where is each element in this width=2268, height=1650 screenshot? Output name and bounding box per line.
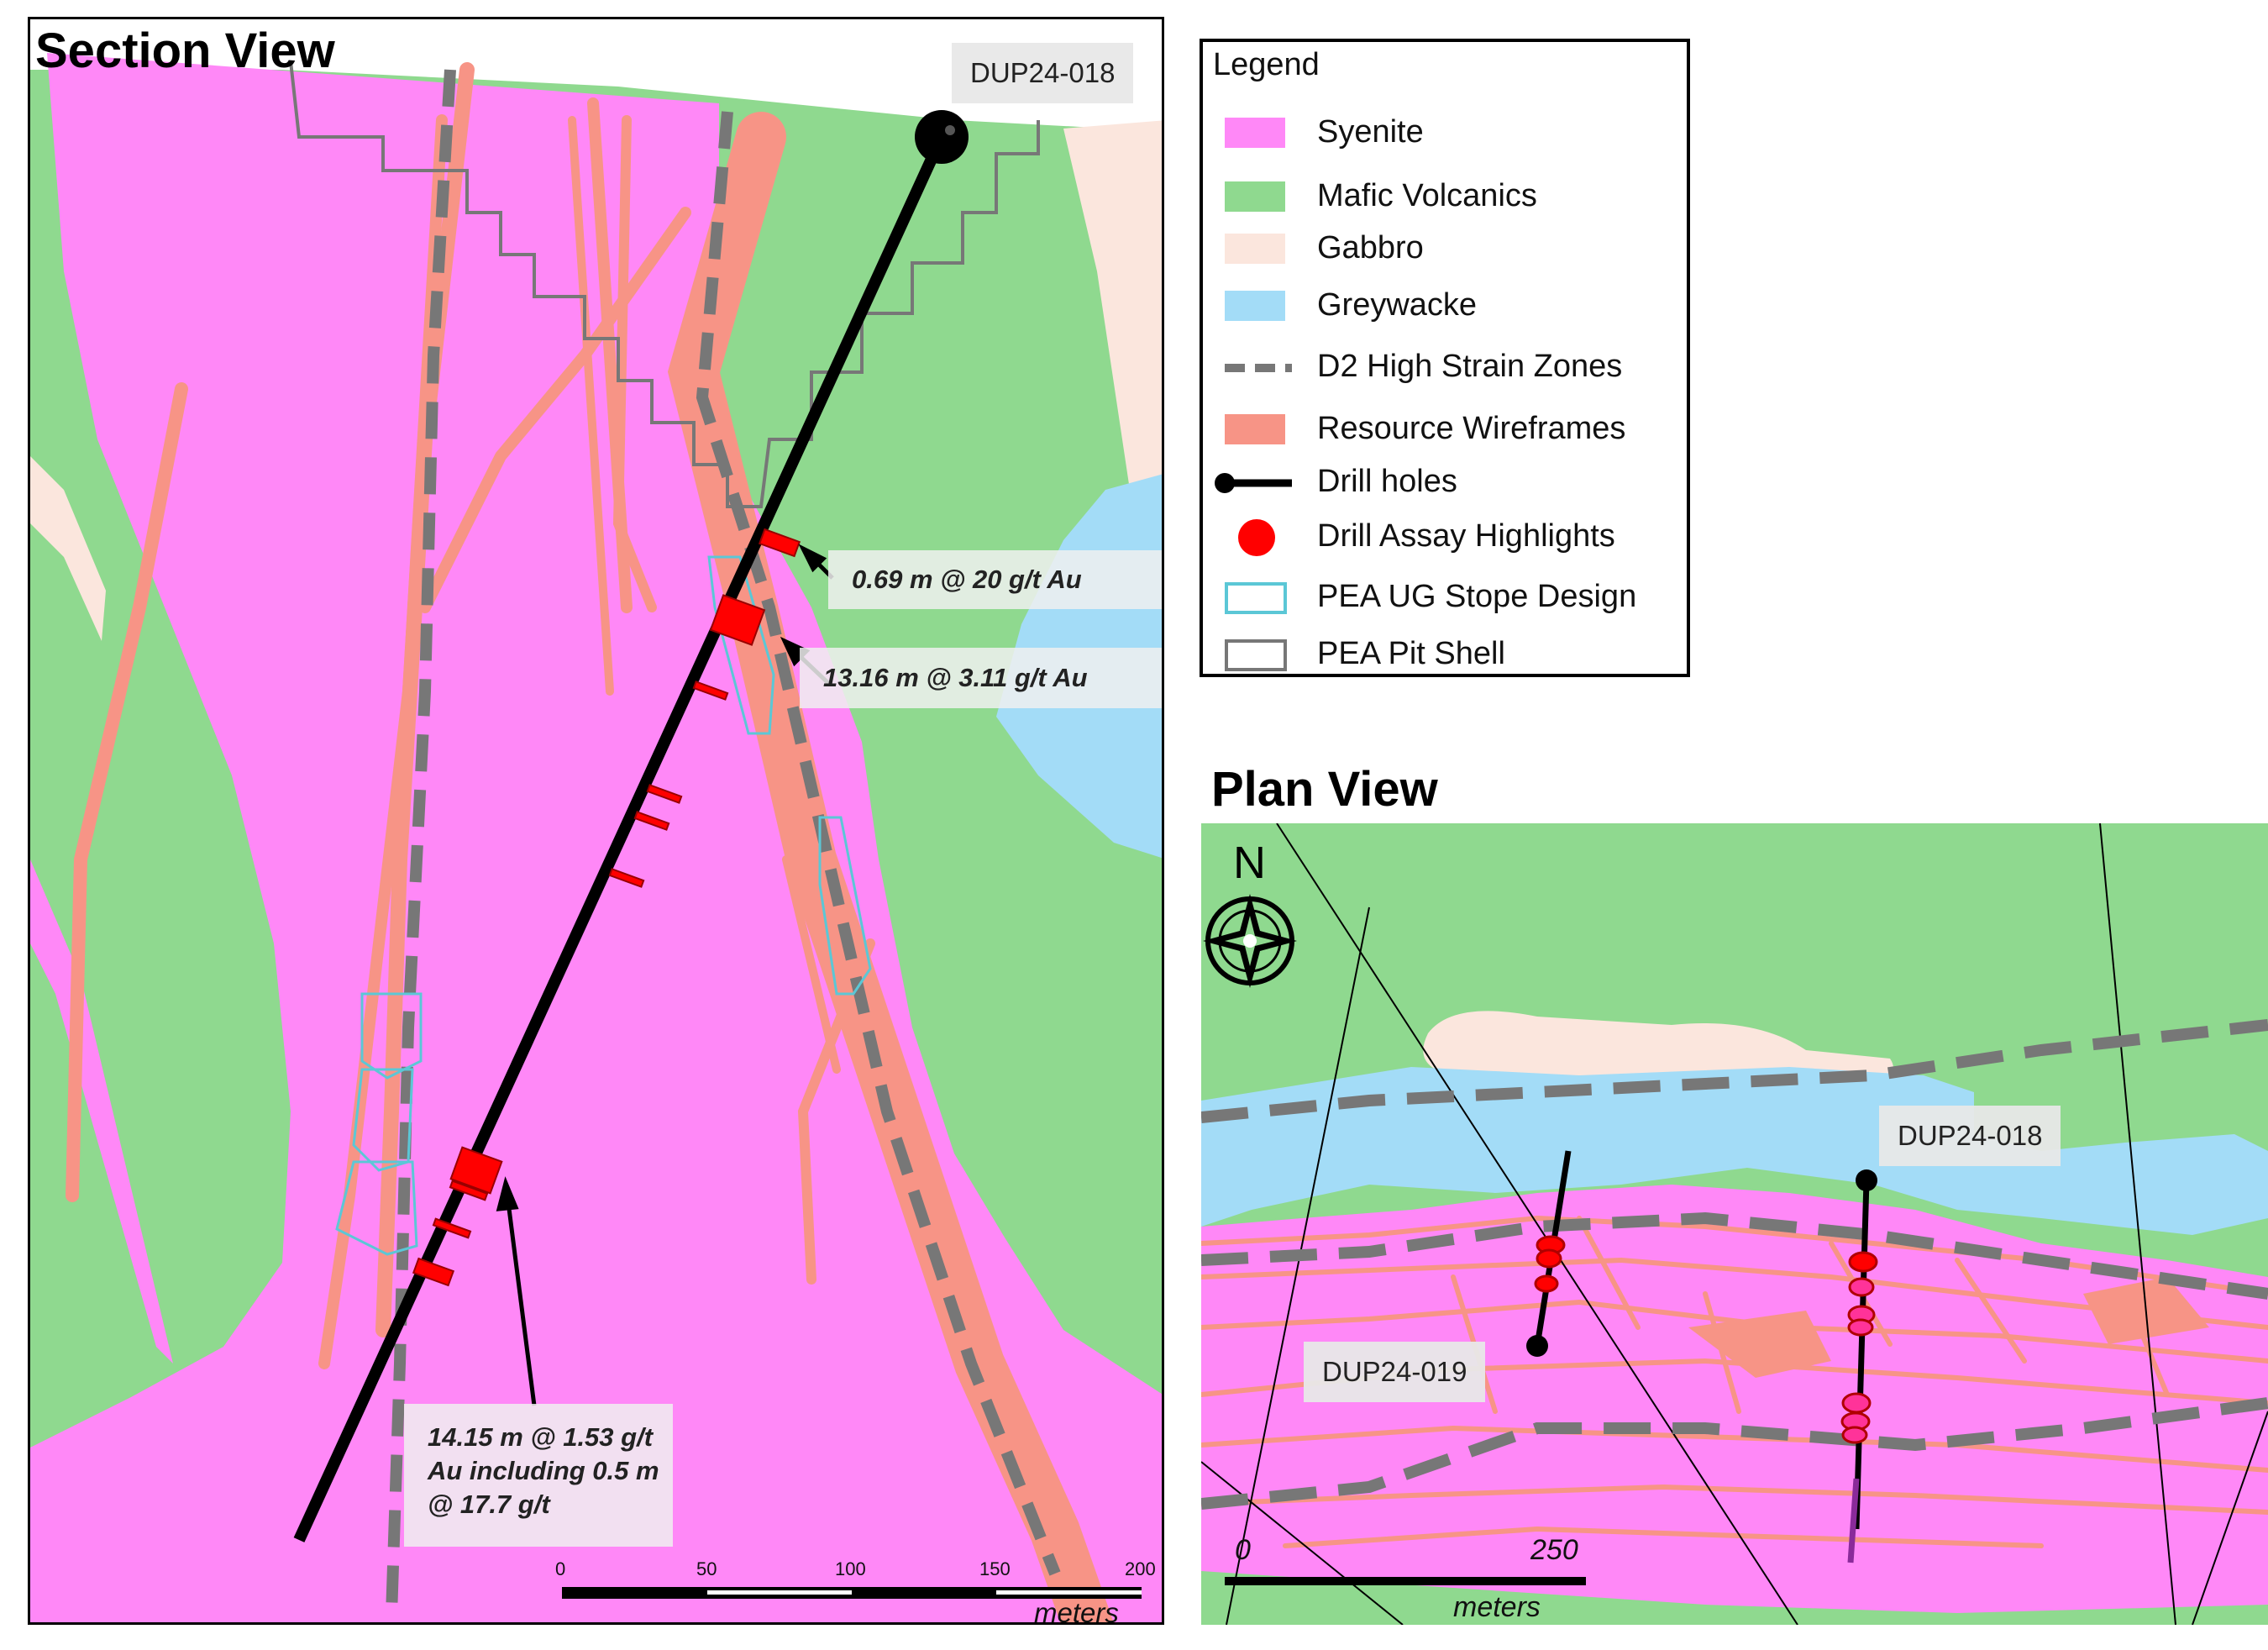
drill-assay-highlights xyxy=(412,528,801,1287)
legend-item-gabbro: Gabbro xyxy=(1203,229,1687,271)
legend-item-pea-pit-shell: PEA Pit Shell xyxy=(1203,634,1687,676)
legend-swatch-icon xyxy=(1215,473,1292,493)
syenite-area xyxy=(30,53,1162,1622)
legend-label: Resource Wireframes xyxy=(1317,411,1626,446)
plan-assay-highlights xyxy=(1534,1235,1878,1444)
gabbro-area xyxy=(1063,120,1162,732)
legend-title: Legend xyxy=(1213,47,1320,82)
legend-item-resource-wireframes: Resource Wireframes xyxy=(1203,409,1687,451)
legend-item-drill-holes: Drill holes xyxy=(1203,462,1687,504)
legend-swatch-icon xyxy=(1225,118,1285,148)
legend-swatch-icon xyxy=(1238,519,1275,556)
legend-swatch-icon xyxy=(1225,234,1285,264)
legend-item-d2-high-strain-zones: D2 High Strain Zones xyxy=(1203,347,1687,389)
assay-callout-1: 0.69 m @ 20 g/t Au xyxy=(828,550,1162,609)
plan-scale-unit: meters xyxy=(1453,1591,1541,1623)
legend-item-syenite: Syenite xyxy=(1203,113,1687,155)
legend-swatch-icon xyxy=(1225,582,1287,614)
pea-ug-stope-design xyxy=(335,555,872,1256)
scale-tick-100: 100 xyxy=(835,1558,866,1579)
plan-faults xyxy=(1201,823,2268,1625)
drill-hole-dup24-018 xyxy=(293,134,948,1542)
legend-swatch-icon xyxy=(1225,291,1285,321)
legend-item-pea-ug-stope-design: PEA UG Stope Design xyxy=(1203,577,1687,619)
legend-item-greywacke: Greywacke xyxy=(1203,286,1687,328)
section-view-geology xyxy=(30,19,1162,1622)
legend-label: Gabbro xyxy=(1317,230,1424,265)
legend-label: Drill Assay Highlights xyxy=(1317,518,1615,554)
plan-greywacke xyxy=(1201,1067,2268,1235)
plan-scale-tick-0: 0 xyxy=(1235,1534,1251,1566)
plan-label-dup24-019: DUP24-019 xyxy=(1304,1342,1486,1402)
scale-tick-150: 150 xyxy=(979,1558,1011,1579)
section-scale-bar xyxy=(562,1587,1142,1599)
legend-label: PEA UG Stope Design xyxy=(1317,579,1637,614)
assay-callout-2: 13.16 m @ 3.11 g/t Au xyxy=(800,648,1162,708)
legend-swatch-icon xyxy=(1225,181,1285,212)
dup24-018-collar xyxy=(1856,1169,1877,1191)
scale-tick-50: 50 xyxy=(696,1558,717,1579)
legend-label: PEA Pit Shell xyxy=(1317,636,1505,671)
legend-swatch-icon xyxy=(1225,364,1292,372)
plan-label-dup24-018: DUP24-018 xyxy=(1879,1106,2061,1166)
section-scale-ticks: 0 50 100 150 200 xyxy=(555,1558,1162,1584)
d2-high-strain-zones xyxy=(386,69,1061,1616)
section-drill-hole-label: DUP24-018 xyxy=(952,43,1134,103)
plan-scale-tick-250: 250 xyxy=(1530,1534,1578,1566)
scale-tick-0: 0 xyxy=(555,1558,566,1579)
plan-d2-high-strain-zones xyxy=(1201,1019,2268,1510)
scale-tick-200: 200 xyxy=(1125,1558,1156,1579)
plan-scale-bar xyxy=(1225,1577,1586,1585)
pea-pit-shell xyxy=(289,60,1040,508)
legend-label: Drill holes xyxy=(1317,464,1457,499)
assay-callout-3: 14.15 m @ 1.53 g/t Au including 0.5 m @ … xyxy=(404,1404,673,1547)
north-label: N xyxy=(1233,838,1266,888)
section-view-map: Section View DUP24-018 0.69 m @ 20 g/t A… xyxy=(28,17,1164,1625)
legend-item-mafic-volcanics: Mafic Volcanics xyxy=(1203,176,1687,218)
plan-view-title: Plan View xyxy=(1211,762,1438,817)
legend-label: D2 High Strain Zones xyxy=(1317,349,1623,384)
plan-view-map: N DUP24-018 DUP24-019 0 250 meters xyxy=(1201,823,2268,1625)
north-arrow-icon xyxy=(1203,894,1297,988)
dup24-019-collar xyxy=(1526,1335,1548,1357)
section-scale-unit: meters xyxy=(1034,1597,1119,1625)
legend-swatch-icon xyxy=(1225,414,1285,444)
legend-label: Mafic Volcanics xyxy=(1317,178,1537,213)
legend-label: Greywacke xyxy=(1317,287,1478,323)
section-view-title: Section View xyxy=(35,24,335,78)
plan-view-geology xyxy=(1201,823,2268,1625)
legend-swatch-icon xyxy=(1225,639,1287,671)
legend-label: Syenite xyxy=(1317,114,1424,150)
drill-collar xyxy=(915,110,969,164)
legend-item-drill-assay-highlights: Drill Assay Highlights xyxy=(1203,517,1687,559)
